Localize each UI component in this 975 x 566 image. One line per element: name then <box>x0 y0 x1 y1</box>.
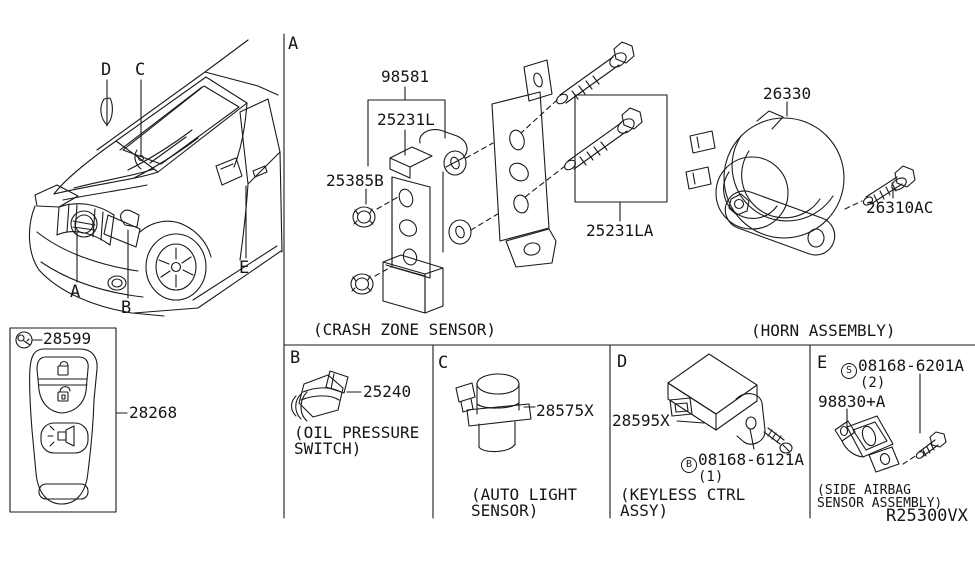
caption-horn-assembly: (HORN ASSEMBLY) <box>751 321 896 340</box>
part-label-28599: 28599 <box>43 329 92 348</box>
caption-auto-light-line1: (AUTO LIGHT <box>471 485 577 504</box>
screw-part-number: 08168-6201A <box>858 356 964 375</box>
section-d-marker: D <box>617 352 628 372</box>
section-e-marker: E <box>817 353 828 373</box>
part-label-98830a: 98830+A <box>818 392 886 411</box>
screw-part-number: 08168-6121A <box>698 450 804 469</box>
caption-side-airbag-line2: SENSOR ASSEMBLY) <box>817 496 943 511</box>
part-label-28575x: 28575X <box>536 401 594 420</box>
part-label-25231la: 25231LA <box>586 221 654 240</box>
section-c-marker: C <box>438 353 449 373</box>
screw-qty-2: (2) <box>860 375 886 391</box>
caption-side-airbag-line1: (SIDE AIRBAG <box>817 483 911 498</box>
vehicle-callout-d: D <box>101 60 112 80</box>
circled-s-icon: S <box>841 363 857 379</box>
side-airbag-sensor-illustration <box>834 373 947 473</box>
section-b-marker: B <box>290 348 301 368</box>
oil-pressure-switch-illustration <box>290 370 362 422</box>
part-label-28595x: 28595X <box>612 411 670 430</box>
caption-keyless-line2: ASSY) <box>620 501 669 520</box>
caption-keyless-line1: (KEYLESS CTRL <box>620 485 746 504</box>
keyfob-illustration <box>9 327 128 513</box>
part-label-25385b: 25385B <box>326 171 384 190</box>
section-a-marker: A <box>288 34 299 54</box>
auto-light-sensor-illustration <box>455 373 536 453</box>
caption-oil-pressure-line2: SWITCH) <box>294 439 362 458</box>
caption-oil-pressure-line1: (OIL PRESSURE <box>294 423 420 442</box>
crash-zone-sensor-illustration <box>350 41 668 314</box>
keyless-ctrl-illustration <box>667 353 793 454</box>
part-label-26330: 26330 <box>763 84 812 103</box>
figure-reference-code: R25300VX <box>886 506 968 526</box>
vehicle-callout-leaders <box>76 79 247 299</box>
vehicle-callout-c: C <box>135 60 146 80</box>
part-label-25231l: 25231L <box>377 110 435 129</box>
section-divider-lines <box>283 33 975 519</box>
part-label-98581: 98581 <box>381 67 430 86</box>
part-label-25240: 25240 <box>363 382 412 401</box>
vehicle-callout-e: E <box>239 258 250 278</box>
vehicle-callout-b: B <box>121 298 132 318</box>
vehicle-callout-a: A <box>70 282 81 302</box>
screw-qty-1: (1) <box>698 469 724 485</box>
caption-auto-light-line2: SENSOR) <box>471 501 539 520</box>
part-label-28268: 28268 <box>129 403 178 422</box>
caption-crash-zone-sensor: (CRASH ZONE SENSOR) <box>313 320 497 339</box>
horn-illustration <box>685 101 916 256</box>
part-label-26310ac: 26310AC <box>866 198 934 217</box>
circled-b-icon: B <box>681 457 697 473</box>
